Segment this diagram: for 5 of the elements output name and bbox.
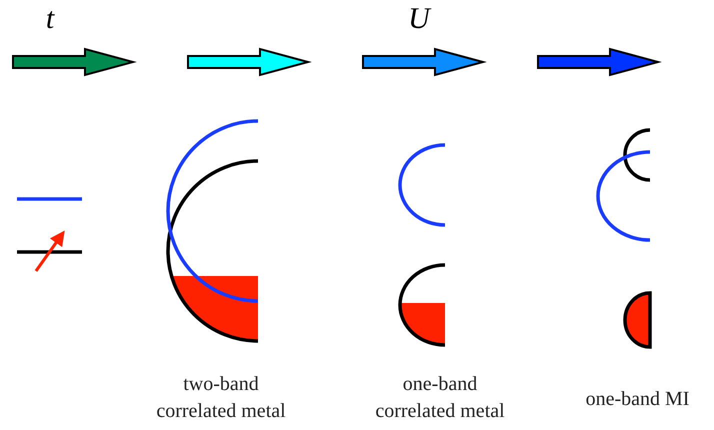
caption-label: one-band correlated metal [374,372,506,424]
caption-label: one-band MI [584,387,690,412]
caption-label: two-band correlated metal [155,372,287,424]
variable-label: U [407,2,432,36]
variable-label: t [44,2,56,36]
